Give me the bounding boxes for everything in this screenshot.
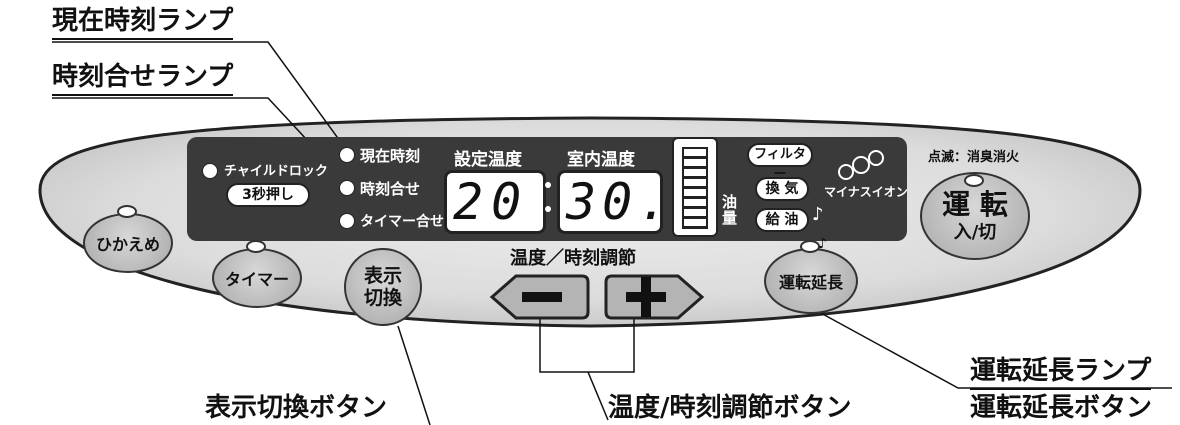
lamp-time-set-label: 時刻合せ [360,180,421,198]
note-icon: ♪ [812,204,824,225]
leader-adjust-bracket [539,318,635,373]
minus-icon [489,274,590,320]
callout-extend-button: 運転延長ボタン [970,393,1153,423]
leader-current-time [52,41,349,153]
display-switch-label-2: 切換 [363,287,402,309]
lamp-timer-set-label: タイマー合せ [360,214,444,230]
extend-label: 運転延長 [778,273,843,292]
refuel-indicator: 給 油 [755,208,809,232]
callout-temp-time-adjust-button: 温度/時刻調節ボタン [608,393,852,423]
hikaeme-label: ひかえめ [95,235,160,254]
hikaeme-button[interactable]: ひかえめ [83,213,173,273]
callout-time-set-lamp: 時刻合せランプ [52,62,234,96]
extend-button[interactable]: 運転延長 [764,248,858,314]
child-lock-lamp [202,163,218,179]
set-temp-value: 20 [453,173,530,231]
child-lock-label: チャイルドロック [224,164,328,179]
timer-button[interactable]: タイマー [212,248,302,308]
room-temp-value: 30. [566,173,675,231]
blink-note: 点滅：消臭消火 [928,150,1020,165]
display-switch-button[interactable]: 表示 切換 [344,248,422,326]
leader-display-switch [397,325,431,425]
room-temp-display: 30. [557,170,668,234]
extend-lamp [800,240,820,253]
three-sec-badge: 3秒押し [226,183,310,207]
room-temp-label: 室内温度 [567,150,635,170]
callout-display-switch-button: 表示切換ボタン [205,393,388,423]
callout-extend-lamp: 運転延長ランプ [970,356,1152,390]
temp-down-button[interactable] [486,272,590,322]
minus-ion-icon [836,150,886,182]
hikaeme-led [117,205,137,218]
minus-ion-label: マイナスイオン [824,185,908,199]
timer-led [246,240,266,253]
run-led [964,174,984,187]
timer-label: タイマー [224,270,289,289]
oil-gauge [672,137,718,237]
temp-up-button[interactable] [604,272,708,322]
lamp-timer-set [339,213,355,229]
leader-extend [807,305,1172,389]
lamp-current-time-label: 現在時刻 [360,147,421,165]
lamp-current-time [339,147,355,163]
leader-adjust [587,371,609,421]
extend-note-icon: ♪ [818,236,827,252]
set-temp-label: 設定温度 [454,150,522,170]
colon-separator [545,182,551,212]
set-temp-display: 20 [444,170,546,234]
plus-icon [604,274,705,320]
display-switch-label-1: 表示 [363,265,402,287]
lamp-time-set [339,180,355,196]
adjust-label: 温度／時刻調節 [510,248,636,269]
oil-label: 油量 [722,193,738,227]
run-label-1: 運 転 [942,188,1008,221]
filter-indicator: フィルター [747,143,813,182]
ventilate-indicator: 換 気 [755,177,809,201]
callout-current-time-lamp: 現在時刻ランプ [52,6,234,40]
run-label-2: 入/切 [953,222,997,243]
